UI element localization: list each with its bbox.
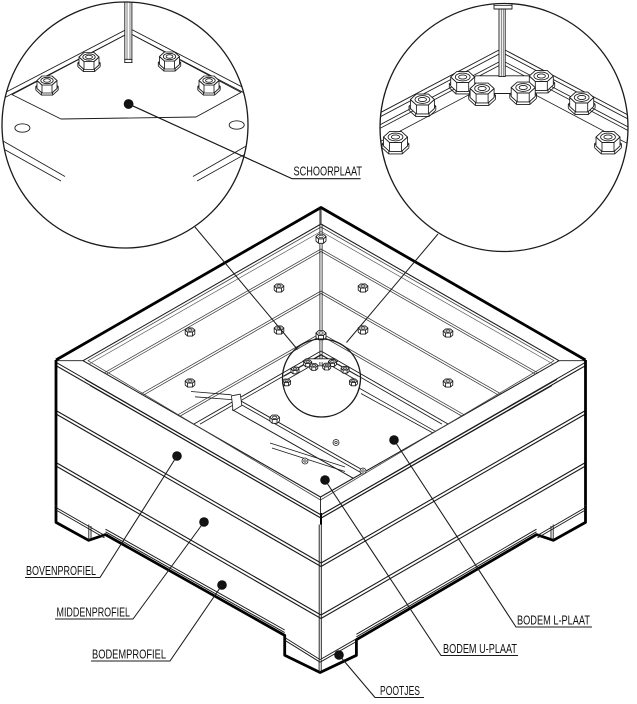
svg-text:SCHOORPLAAT: SCHOORPLAAT [294,165,363,179]
svg-text:BOVENPROFIEL: BOVENPROFIEL [26,564,96,578]
svg-text:BODEMPROFIEL: BODEMPROFIEL [92,648,166,662]
svg-text:MIDDENPROFIEL: MIDDENPROFIEL [57,606,131,620]
svg-text:BODEM L-PLAAT: BODEM L-PLAAT [517,614,590,628]
svg-text:POOTJES: POOTJES [380,684,420,698]
svg-text:BODEM U-PLAAT: BODEM U-PLAAT [443,642,517,656]
